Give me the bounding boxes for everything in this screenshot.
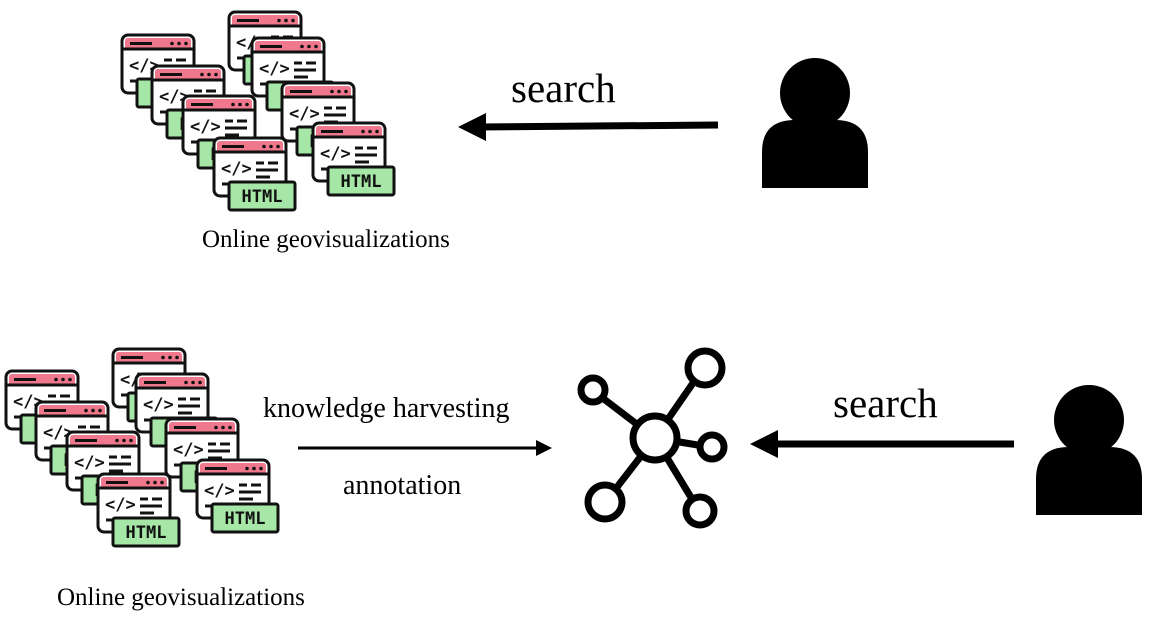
top-source-label: Online geovisualizations bbox=[202, 226, 450, 253]
bottom-search-label: search bbox=[833, 380, 938, 426]
top-search-arrow bbox=[458, 113, 719, 141]
top-search-label: search bbox=[511, 65, 616, 111]
harvesting-arrow bbox=[298, 440, 552, 456]
bottom-user-icon bbox=[1036, 385, 1142, 515]
top-html-pages-icon bbox=[122, 12, 394, 210]
top-user-icon bbox=[762, 58, 868, 188]
bottom-html-pages-icon bbox=[6, 349, 278, 546]
bottom-search-arrow bbox=[750, 430, 1014, 458]
process-label-lower: annotation bbox=[343, 470, 462, 501]
bottom-source-label: Online geovisualizations bbox=[57, 584, 305, 611]
process-label-upper: knowledge harvesting bbox=[263, 393, 510, 424]
knowledge-graph-icon bbox=[577, 347, 728, 529]
